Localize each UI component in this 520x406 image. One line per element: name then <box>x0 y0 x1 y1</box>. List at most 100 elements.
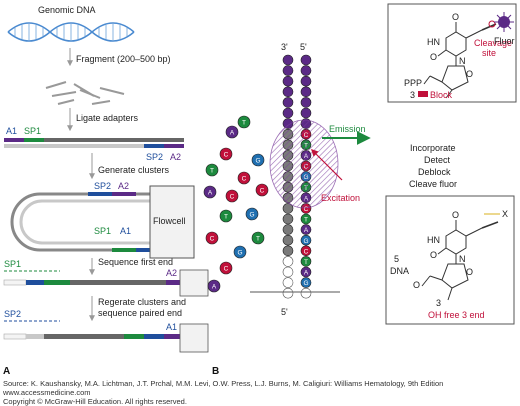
step-detect: Detect <box>424 155 451 165</box>
template-bead <box>282 97 294 108</box>
free-nucleotide: G <box>251 153 265 167</box>
free-nucleotide-letter: A <box>212 284 217 291</box>
generate-label: Generate clusters <box>98 165 170 175</box>
chem-box-top: O HN O N O PPP 3 Block Cleavage site Flu… <box>387 3 517 103</box>
incorporated-nucleotide-letter: T <box>304 217 308 224</box>
fluor-star-icon <box>494 12 514 32</box>
regenerate-line-1: Regerate clusters and <box>98 297 186 307</box>
chem-bottom-free-end: OH free 3 end <box>428 310 485 320</box>
upper-bead <box>300 107 312 119</box>
template-bead <box>282 75 294 87</box>
free-nucleotide-letter: C <box>230 194 235 201</box>
template-bead <box>282 234 294 246</box>
free-nucleotide: G <box>245 207 259 221</box>
free-nucleotide: C <box>205 231 219 245</box>
incorporated-nucleotide: A <box>300 224 312 235</box>
template-bead <box>282 287 294 299</box>
template-bead <box>282 54 294 66</box>
free-nucleotide-letter: C <box>224 266 229 273</box>
free-nucleotide-letter: C <box>260 188 265 195</box>
chem-top-fluor: Fluor <box>494 36 515 46</box>
panel-b: 3' 5' CTACGTACTAGCTAG Emission Excitatio… <box>203 42 457 377</box>
empty-bead <box>300 287 312 299</box>
template-bead <box>282 256 294 267</box>
chem-bottom-o-mid: O <box>430 250 437 260</box>
template-bead <box>282 277 294 288</box>
strand-top-right-label: 5' <box>300 42 307 52</box>
free-nucleotide: G <box>233 245 247 259</box>
free-nucleotide-letter: C <box>224 152 229 159</box>
free-nucleotide: T <box>237 115 251 129</box>
upper-bead <box>300 97 312 108</box>
upper-bead <box>300 65 312 76</box>
fluorescence-halo <box>269 119 339 209</box>
free-nucleotide: T <box>219 209 233 223</box>
free-nucleotide: T <box>251 231 265 245</box>
incorporated-nucleotide: C <box>300 245 312 257</box>
panel-a: Genomic DNA Fragment (200–500 bp) <box>3 5 209 377</box>
footer-site: www.accessmedicine.com <box>2 388 91 397</box>
chem-top-o-mid: O <box>430 52 437 62</box>
regenerate-line-2: sequence paired end <box>98 308 182 318</box>
incorporated-nucleotide-letter: C <box>304 206 309 213</box>
footer-source: Source: K. Kaushansky, M.A. Lichtman, J.… <box>3 379 443 388</box>
chem-top-block: Block <box>430 90 453 100</box>
free-nucleotide: C <box>225 189 239 203</box>
chem-top-cleavage-2: site <box>482 48 496 58</box>
free-nucleotide: C <box>237 171 251 185</box>
chem-top-ppp: PPP <box>404 78 422 88</box>
a2-cluster-label: A2 <box>118 181 129 191</box>
flowcell-label: Flowcell <box>153 216 186 226</box>
cleavage-marker <box>488 20 496 28</box>
strand-bottom-label: 5' <box>281 307 288 317</box>
incorporated-nucleotide-letter: G <box>303 280 308 287</box>
incorporated-nucleotide: T <box>300 256 312 267</box>
chem-bottom-o-link: O <box>413 280 420 290</box>
a1-label: A1 <box>6 126 17 136</box>
upper-bead <box>300 86 312 98</box>
chem-bottom-five: 5 <box>394 254 399 264</box>
chem-bottom-o-top: O <box>452 210 459 220</box>
chem-top-hn: HN <box>427 37 440 47</box>
footer: Source: K. Kaushansky, M.A. Lichtman, J.… <box>2 379 443 406</box>
free-nucleotide-letter: A <box>208 190 213 197</box>
upper-bead <box>300 75 312 87</box>
dna-helix <box>7 22 135 42</box>
chem-box-bottom: X O HN O N O 5 DNA O 3 OH free 3 end <box>385 195 515 325</box>
incorporated-nucleotide-letter: G <box>303 238 308 245</box>
template-bead <box>282 224 294 235</box>
template-bead <box>282 86 294 98</box>
free-nucleotide-letter: C <box>242 176 247 183</box>
incorporated-nucleotide: G <box>300 234 312 246</box>
chem-top-o-top: O <box>452 12 459 22</box>
free-nucleotide-letter: T <box>224 214 228 221</box>
free-nucleotide: C <box>219 261 233 275</box>
a1-read-label: A1 <box>166 322 177 332</box>
free-nucleotide-letter: T <box>242 120 246 127</box>
sp1-label: SP1 <box>24 126 41 136</box>
free-nucleotide-letter: G <box>249 212 254 219</box>
chem-top-three: 3 <box>410 90 415 100</box>
free-nucleotide: A <box>203 185 217 199</box>
free-nucleotide-letter: T <box>210 168 214 175</box>
sequence-first-label: Sequence first end <box>98 257 173 267</box>
incorporated-nucleotide-letter: C <box>304 248 309 255</box>
free-nucleotide: T <box>205 163 219 177</box>
upper-bead <box>300 54 312 66</box>
step-deblock: Deblock <box>418 167 451 177</box>
flowcell-box <box>149 185 195 259</box>
fragment-label: Fragment (200–500 bp) <box>76 54 171 64</box>
chem-bottom-n: N <box>459 254 466 264</box>
incorporated-nucleotide-letter: T <box>304 259 308 266</box>
incorporated-nucleotide: G <box>300 277 312 288</box>
free-nucleotide-letter: T <box>256 236 260 243</box>
free-nucleotide-letter: A <box>230 130 235 137</box>
strand-top-left-label: 3' <box>281 42 288 52</box>
template-bead <box>282 213 294 225</box>
panel-a-label: A <box>3 366 10 377</box>
read-two-strand <box>3 320 209 353</box>
chem-bottom-three: 3 <box>436 298 441 308</box>
sp2-read-label: SP2 <box>4 309 21 319</box>
free-nucleotide: C <box>219 147 233 161</box>
sp2-label: SP2 <box>146 152 163 162</box>
